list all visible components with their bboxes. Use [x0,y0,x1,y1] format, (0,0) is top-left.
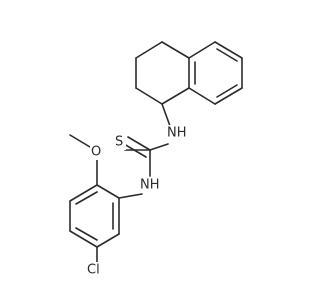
bond [135,41,163,59]
bond [161,41,190,59]
bond [216,48,238,62]
bonds [69,41,243,263]
bond [149,143,169,151]
bond [188,87,216,105]
bond [214,41,243,59]
bond [127,136,151,151]
bond [214,87,243,105]
atom-labels: S O NH NH Cl [86,125,190,278]
bond [75,191,98,205]
chlorine-atom-label: Cl [87,263,100,278]
bond [96,184,120,199]
bond [75,227,98,241]
bond [118,193,143,199]
bond [161,87,190,105]
upper-nh-atom-label: NH [167,126,187,141]
bond [96,233,120,248]
molecule-structure-diagram: S O NH NH Cl [69,41,243,278]
bond [69,134,91,148]
bond [216,84,238,98]
bond [161,103,171,127]
bond [123,143,147,158]
bond [188,41,216,59]
bond [69,230,98,248]
sulfur-atom-label: S [115,135,123,150]
lower-nh-atom-label: NH [140,178,160,193]
bond [69,184,98,202]
bond [135,87,163,105]
oxygen-atom-label: O [91,145,101,160]
